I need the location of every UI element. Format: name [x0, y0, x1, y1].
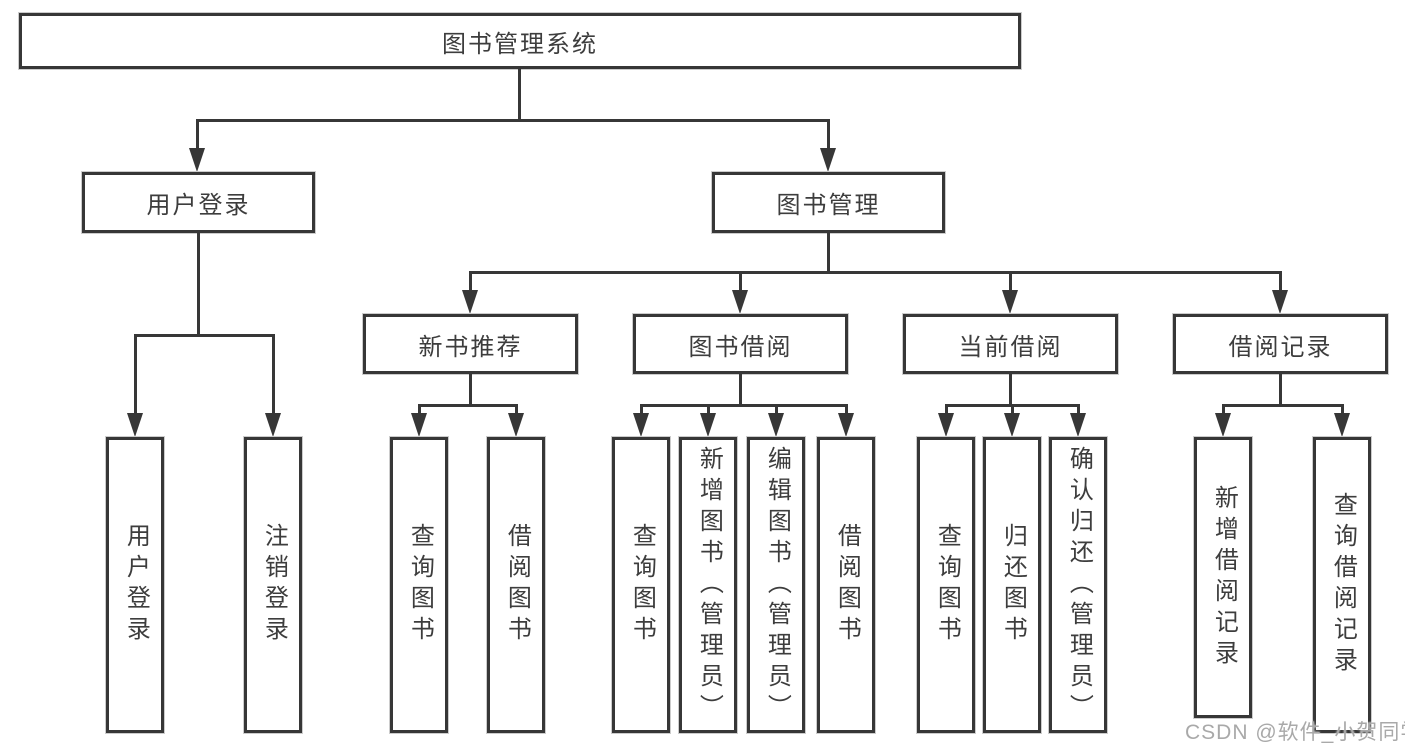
connector-user-login-shaft	[196, 119, 199, 151]
arrowhead-down-icon	[411, 413, 427, 437]
connector-level3-rail	[469, 271, 1282, 274]
connector-group-trunk	[1279, 374, 1282, 406]
connector-group-trunk	[1009, 374, 1012, 406]
connector-group-trunk	[739, 374, 742, 406]
connector-level3-shaft	[469, 271, 472, 293]
arrowhead-down-icon	[700, 413, 716, 437]
connector-leaf-shaft	[1077, 404, 1080, 418]
arrowhead-down-icon	[820, 148, 836, 172]
leaf-borrow-add-admin: 新增图书（管理员）	[679, 437, 737, 733]
leaf-borrow-book: 借阅图书	[817, 437, 875, 733]
connector-level2-rail	[196, 119, 830, 122]
arrowhead-down-icon	[508, 413, 524, 437]
leaf-logout: 注销登录	[244, 437, 302, 733]
connector-group-rail	[1222, 404, 1344, 407]
node-user-login: 用户登录	[82, 172, 315, 233]
connector-leaf-shaft	[272, 334, 275, 416]
arrowhead-down-icon	[1215, 413, 1231, 437]
arrowhead-down-icon	[838, 413, 854, 437]
leaf-user-login: 用户登录	[106, 437, 164, 733]
connector-user-login-trunk	[197, 233, 200, 337]
connector-book-mgmt-shaft	[827, 119, 830, 151]
connector-leaf-shaft	[1341, 404, 1344, 418]
csdn-watermark: CSDN @软件_小贺同学	[1185, 721, 1405, 744]
node-book-mgmt: 图书管理	[712, 172, 945, 233]
connector-leaf-shaft	[845, 404, 848, 418]
arrowhead-down-icon	[938, 413, 954, 437]
connector-leaf-shaft	[945, 404, 948, 418]
connector-group-rail	[418, 404, 518, 407]
node-new-book-rec: 新书推荐	[363, 314, 578, 374]
arrowhead-down-icon	[265, 413, 281, 437]
arrowhead-down-icon	[1002, 290, 1018, 314]
node-borrow-records: 借阅记录	[1173, 314, 1388, 374]
leaf-newbook-borrow: 借阅图书	[487, 437, 545, 733]
arrowhead-down-icon	[462, 290, 478, 314]
connector-leaf-shaft	[640, 404, 643, 418]
leaf-record-query: 查询借阅记录	[1313, 437, 1371, 733]
connector-group-trunk	[469, 374, 472, 406]
connector-root-trunk	[518, 69, 521, 121]
connector-level3-shaft	[1279, 271, 1282, 293]
leaf-record-add: 新增借阅记录	[1194, 437, 1252, 718]
connector-group-rail	[640, 404, 848, 407]
connector-level3-shaft	[739, 271, 742, 293]
arrowhead-down-icon	[732, 290, 748, 314]
leaf-current-confirm-admin: 确认归还（管理员）	[1049, 437, 1107, 733]
node-root: 图书管理系统	[19, 13, 1021, 69]
connector-leaf-shaft	[1222, 404, 1225, 418]
leaf-borrow-edit-admin: 编辑图书（管理员）	[747, 437, 805, 733]
arrowhead-down-icon	[768, 413, 784, 437]
arrowhead-down-icon	[189, 148, 205, 172]
leaf-newbook-query: 查询图书	[390, 437, 448, 733]
connector-leaf-shaft	[515, 404, 518, 418]
connector-book-mgmt-trunk	[827, 233, 830, 274]
connector-leaf-shaft	[134, 334, 137, 416]
connector-leaf-shaft	[707, 404, 710, 418]
connector-level3-shaft	[1009, 271, 1012, 293]
connector-user-login-rail	[134, 334, 275, 337]
connector-leaf-shaft	[1011, 404, 1014, 418]
arrowhead-down-icon	[1272, 290, 1288, 314]
arrowhead-down-icon	[1070, 413, 1086, 437]
arrowhead-down-icon	[1334, 413, 1350, 437]
connector-leaf-shaft	[775, 404, 778, 418]
arrowhead-down-icon	[127, 413, 143, 437]
node-current-borrow: 当前借阅	[903, 314, 1118, 374]
node-book-borrow: 图书借阅	[633, 314, 848, 374]
arrowhead-down-icon	[633, 413, 649, 437]
leaf-borrow-query: 查询图书	[612, 437, 670, 733]
arrowhead-down-icon	[1004, 413, 1020, 437]
leaf-current-return: 归还图书	[983, 437, 1041, 733]
leaf-current-query: 查询图书	[917, 437, 975, 733]
connector-leaf-shaft	[418, 404, 421, 418]
